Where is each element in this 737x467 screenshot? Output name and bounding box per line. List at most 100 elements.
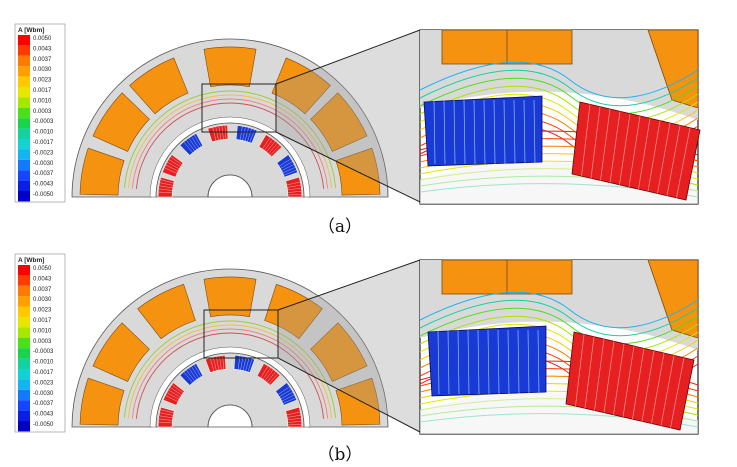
field-line bbox=[131, 328, 329, 419]
legend-swatch bbox=[18, 410, 30, 421]
magnet-stripe bbox=[279, 389, 292, 397]
magnet-stripe bbox=[164, 167, 178, 174]
magnet-stripe bbox=[264, 369, 274, 381]
zoom-magnet-stripe bbox=[622, 345, 635, 418]
zoom-coil bbox=[647, 259, 699, 339]
legend-tick-label: 0.0037 bbox=[33, 57, 52, 63]
magnet-north bbox=[162, 154, 184, 178]
legend-tick-label: -0.0003 bbox=[33, 119, 54, 125]
zoom-magnet-stripe bbox=[493, 99, 496, 165]
figure-a-svg: A [Wbm]0.00500.00430.00370.00300.00230.0… bbox=[14, 23, 701, 205]
legend-tick-label: -0.0030 bbox=[33, 391, 54, 397]
zoom-magnet-south bbox=[427, 325, 547, 397]
zoom-magnet-stripe bbox=[628, 115, 641, 188]
legend-title: A [Wbm] bbox=[18, 257, 44, 264]
magnet-stripe bbox=[245, 357, 250, 372]
magnet-stripe bbox=[212, 127, 217, 141]
zoom-magnet-stripe bbox=[483, 99, 486, 165]
legend-tick-label: -0.0010 bbox=[33, 130, 54, 136]
legend-swatch bbox=[18, 389, 30, 401]
magnet-stripe bbox=[218, 125, 222, 140]
magnet-stripe bbox=[166, 392, 180, 400]
legend-tick-label: 0.0037 bbox=[33, 287, 52, 293]
magnet-stripe bbox=[266, 371, 276, 383]
legend-swatch bbox=[18, 400, 30, 411]
zoom-magnet-stripe bbox=[487, 329, 490, 395]
zoom-magnet-stripe bbox=[437, 329, 440, 395]
caption-b: （b） bbox=[317, 445, 363, 465]
legend-tick-label: 0.0043 bbox=[33, 46, 52, 52]
magnet-stripe bbox=[209, 357, 215, 372]
magnet-north bbox=[162, 382, 185, 406]
magnet-stripe bbox=[282, 397, 296, 404]
colorbar-legend: A [Wbm]0.00500.00430.00370.00300.00230.0… bbox=[14, 253, 66, 433]
caption-a: （a） bbox=[317, 217, 363, 237]
magnet-north bbox=[285, 176, 303, 198]
legend-tick-label: 0.0010 bbox=[33, 328, 52, 334]
magnet-stripe bbox=[171, 384, 184, 394]
shaft-hole bbox=[207, 174, 253, 198]
zoom-inset bbox=[419, 259, 699, 435]
legend-swatch bbox=[18, 180, 30, 191]
legend-swatch bbox=[18, 139, 30, 150]
magnet-stripe bbox=[242, 126, 246, 141]
magnet-stripe bbox=[268, 373, 279, 385]
magnet-stripe bbox=[281, 394, 295, 402]
legend-swatch bbox=[18, 159, 30, 171]
magnet-stripe bbox=[282, 166, 296, 174]
zoom-magnet-stripe bbox=[533, 99, 536, 165]
magnet-stripe bbox=[268, 142, 278, 154]
legend-swatch bbox=[18, 421, 30, 432]
field-line bbox=[135, 332, 325, 419]
field-line bbox=[127, 324, 333, 419]
magnet-stripe bbox=[159, 412, 174, 416]
zoom-field-line bbox=[419, 85, 699, 123]
magnet-north bbox=[207, 124, 229, 143]
magnet-stripe bbox=[287, 187, 302, 191]
magnet-south bbox=[179, 133, 204, 156]
magnet-stripe bbox=[159, 182, 174, 186]
zoom-field-line bbox=[419, 315, 699, 353]
magnet-stripe bbox=[270, 145, 281, 156]
zoom-magnet-stripe bbox=[609, 111, 621, 183]
zoom-field-line bbox=[419, 299, 699, 337]
magnet-stripe bbox=[191, 366, 200, 379]
zoom-magnet-stripe bbox=[503, 99, 506, 165]
magnet-stripe bbox=[169, 387, 182, 396]
magnet-stripe bbox=[183, 371, 193, 383]
legend-tick-label: -0.0043 bbox=[33, 412, 54, 418]
magnet-stripe bbox=[160, 179, 174, 184]
magnet-stripe bbox=[183, 141, 193, 153]
zoom-magnet-stripe bbox=[527, 329, 530, 395]
magnet-stripe bbox=[168, 389, 181, 398]
magnet-south bbox=[179, 363, 204, 386]
zoom-field-line bbox=[419, 61, 699, 99]
zoom-magnet-stripe bbox=[590, 106, 601, 179]
zoom-magnet-south bbox=[423, 95, 543, 167]
field-line bbox=[131, 98, 329, 189]
zoom-magnet-stripe bbox=[463, 99, 466, 165]
magnet-stripe bbox=[166, 161, 180, 170]
legend-swatch bbox=[18, 107, 30, 119]
zoom-magnet-stripe bbox=[513, 99, 516, 165]
legend-swatch bbox=[18, 128, 30, 139]
magnet-stripe bbox=[287, 421, 302, 423]
zoom-magnet-stripe bbox=[647, 120, 661, 192]
coil-slot bbox=[92, 92, 150, 152]
magnet-stripe bbox=[279, 158, 292, 167]
legend-tick-label: 0.0003 bbox=[33, 109, 52, 115]
legend-tick-label: 0.0050 bbox=[33, 36, 52, 42]
magnet-stripe bbox=[188, 137, 197, 150]
legend-swatch bbox=[18, 97, 30, 108]
coil-slot bbox=[79, 377, 125, 426]
coil-slot bbox=[137, 283, 196, 340]
legend-swatch bbox=[18, 66, 30, 77]
legend-swatch bbox=[18, 265, 30, 276]
legend-swatch bbox=[18, 327, 30, 338]
magnet-stripe bbox=[212, 356, 217, 371]
zoom-magnet-stripe bbox=[638, 118, 651, 190]
legend-swatch bbox=[18, 191, 30, 202]
zoom-magnet-stripe bbox=[507, 329, 510, 395]
magnet-stripe bbox=[262, 137, 271, 150]
